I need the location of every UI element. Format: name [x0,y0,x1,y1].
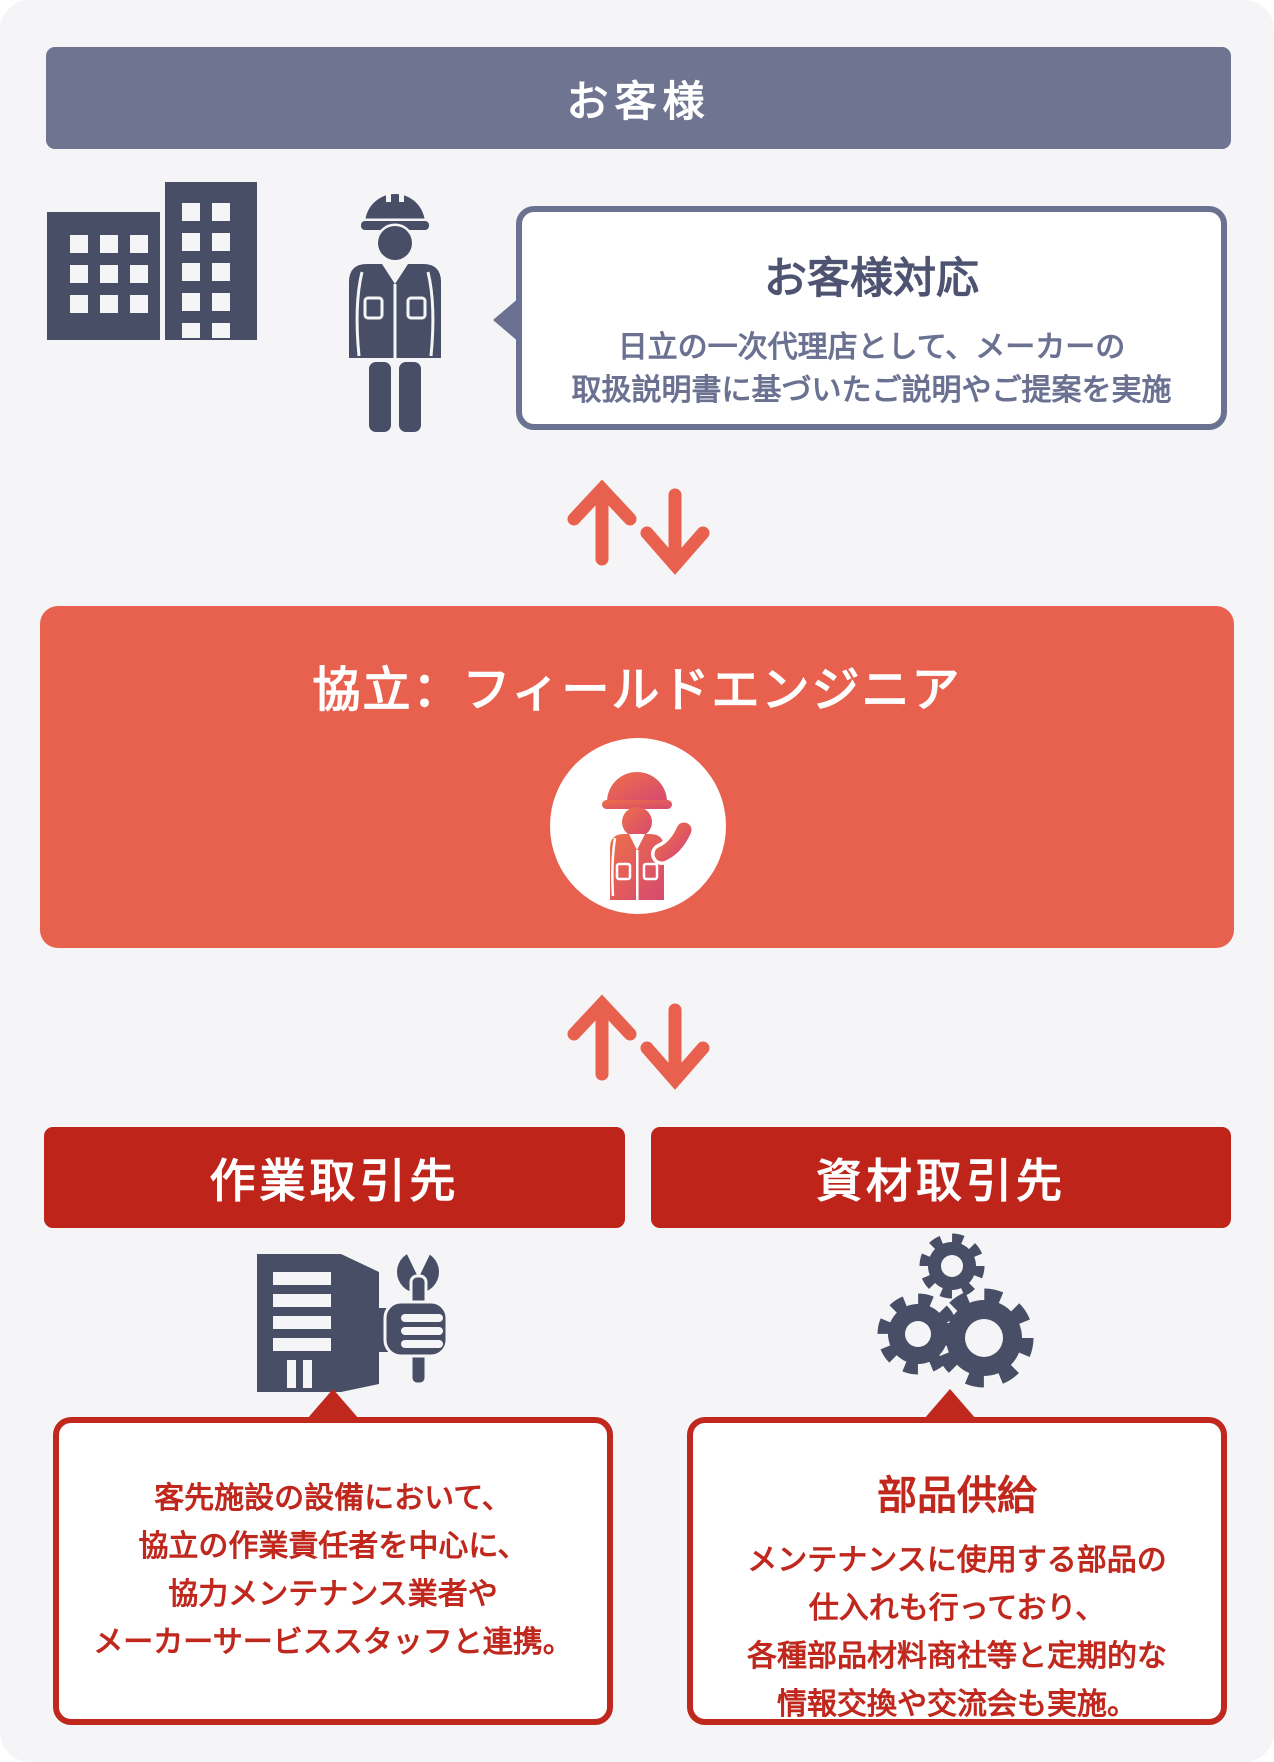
bubble-tail-left-icon [493,297,520,343]
work-partner-line: 協立の作業責任者を中心に、 [138,1530,528,1563]
work-partner-header-bar: 作業取引先 [44,1127,625,1228]
material-partner-line: 各種部品材料商社等と定期的な [747,1640,1167,1673]
bubble-tail-up-icon [307,1389,359,1419]
customer-bubble-line: 取扱説明書に基づいたご説明やご提案を実施 [571,374,1172,407]
field-engineer-icon [550,738,726,914]
material-partner-bubble: 部品供給 メンテナンスに使用する部品の 仕入れも行っており、 各種部品材料商社等… [687,1417,1227,1725]
customer-header-bar: お客様 [46,47,1231,149]
material-partner-line: 仕入れも行っており、 [808,1592,1106,1625]
gears-icon [868,1232,1038,1398]
work-partner-line: メーカーサービススタッフと連携。 [93,1626,573,1659]
work-partner-header-label: 作業取引先 [209,1154,460,1207]
customer-bubble-line: 日立の一次代理店として、メーカーの [617,331,1126,364]
work-partner-line: 協力メンテナンス業者や [168,1578,498,1611]
buildings-and-workers-icon [45,180,445,440]
customer-bubble-body: 日立の一次代理店として、メーカーの 取扱説明書に基づいたご説明やご提案を実施 [522,326,1221,412]
building-and-wrench-icon [243,1244,458,1394]
field-engineer-box: 協立：フィールドエンジニア [40,606,1234,948]
up-down-arrows-icon [557,992,717,1092]
customer-header-label: お客様 [566,77,711,125]
material-partner-line: メンテナンスに使用する部品の [747,1544,1167,1577]
work-partner-line: 客先施設の設備において、 [154,1482,512,1515]
material-partner-header-label: 資材取引先 [816,1154,1066,1207]
customer-bubble-title: お客様対応 [764,255,979,303]
material-partner-line: 情報交換や交流会も実施。 [777,1688,1137,1721]
material-partner-bubble-title: 部品供給 [877,1474,1037,1518]
material-partner-header-bar: 資材取引先 [651,1127,1231,1228]
work-partner-bubble: 客先施設の設備において、 協立の作業責任者を中心に、 協力メンテナンス業者や メ… [53,1417,613,1725]
bubble-tail-up-icon [924,1389,976,1419]
field-engineer-title: 協立：フィールドエンジニア [312,664,962,717]
up-down-arrows-icon [557,477,717,577]
customer-bubble: お客様対応 日立の一次代理店として、メーカーの 取扱説明書に基づいたご説明やご提… [493,206,1227,430]
